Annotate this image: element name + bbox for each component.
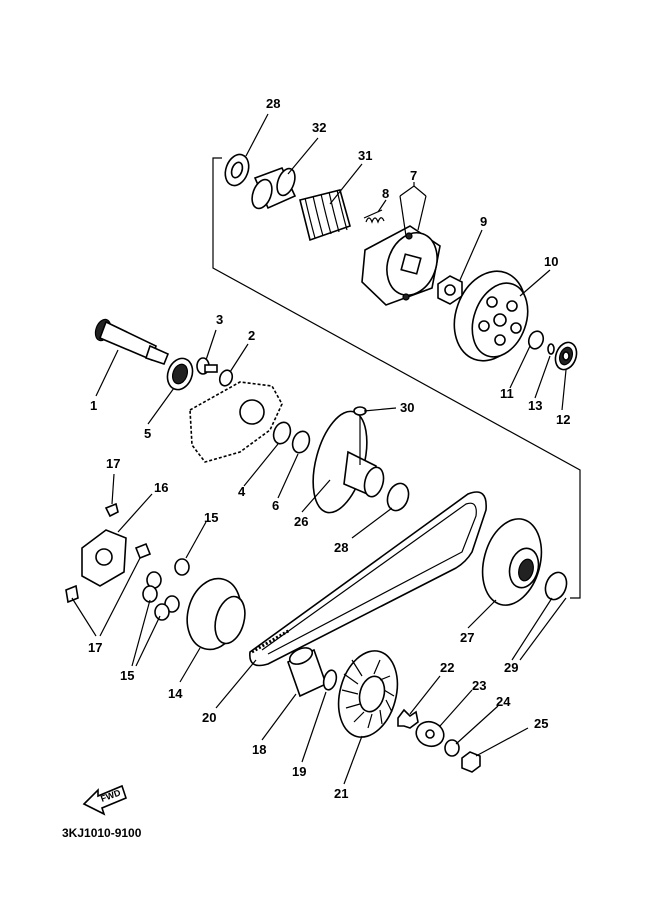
part-3-bolt [196, 357, 218, 375]
part-1-drive-shaft [94, 318, 170, 365]
callout-28-lower: 28 [334, 540, 348, 555]
callout-31: 31 [358, 148, 372, 163]
part-7-clutch-carrier [361, 225, 441, 306]
part-4-washer [272, 421, 292, 445]
callout-28-top: 28 [266, 96, 280, 111]
part-15-rollers [142, 558, 190, 621]
part-9-nut [437, 275, 463, 305]
part-21-fan [337, 650, 399, 738]
callout-10: 10 [544, 254, 558, 269]
callout-6: 6 [272, 498, 279, 513]
callout-17-bottom: 17 [88, 640, 102, 655]
callout-18: 18 [252, 742, 266, 757]
callout-23: 23 [472, 678, 486, 693]
callout-17-top: 17 [106, 456, 120, 471]
callout-16: 16 [154, 480, 168, 495]
part-19-washer [322, 669, 338, 691]
part-16-cam [81, 529, 127, 587]
callout-11: 11 [500, 386, 514, 401]
part-28-washer-top [224, 153, 250, 187]
part-26-secondary-sheave [312, 410, 385, 514]
callout-2: 2 [248, 328, 255, 343]
assembly-frame-lines [212, 157, 581, 599]
callout-30: 30 [400, 400, 414, 415]
callout-12: 12 [556, 412, 570, 427]
part-12-bearing [554, 341, 578, 371]
part-8-pin [363, 209, 385, 224]
callout-20: 20 [202, 710, 216, 725]
part-25-nut [461, 751, 481, 773]
part-18-bushing [287, 647, 327, 698]
part-13-ring [547, 343, 555, 355]
part-10-clutch-housing [453, 270, 529, 362]
callout-9: 9 [480, 214, 487, 229]
callout-4: 4 [238, 484, 246, 499]
part-23-plate [415, 720, 445, 748]
callout-labels: 28 32 31 8 7 9 10 11 13 12 1 5 3 2 30 4 … [88, 96, 570, 801]
part-24-washer [444, 739, 460, 757]
callout-32: 32 [312, 120, 326, 135]
callout-1: 1 [90, 398, 97, 413]
callout-7: 7 [410, 168, 417, 183]
callout-5: 5 [144, 426, 151, 441]
part-11-washer [527, 330, 545, 350]
part-2-washer [218, 369, 234, 387]
fwd-arrow-icon: FWD [82, 784, 127, 816]
part-28-bushing [386, 482, 410, 512]
part-29-collar [544, 571, 568, 601]
callout-21: 21 [334, 786, 348, 801]
callout-14: 14 [168, 686, 183, 701]
callout-3: 3 [216, 312, 223, 327]
callout-26: 26 [294, 514, 308, 529]
part-6-seal [291, 430, 311, 454]
callout-24: 24 [496, 694, 511, 709]
callout-13: 13 [528, 398, 542, 413]
part-20-v-belt [249, 491, 487, 667]
callout-27: 27 [460, 630, 474, 645]
callout-19: 19 [292, 764, 306, 779]
cover-gasket [189, 381, 283, 463]
part-22-gear [397, 708, 419, 729]
callout-15-bottom: 15 [120, 668, 134, 683]
part-17-clips [65, 502, 152, 604]
callout-8: 8 [382, 186, 389, 201]
part-14-movable-sheave [186, 577, 246, 651]
callout-29: 29 [504, 660, 518, 675]
callout-15-top: 15 [204, 510, 218, 525]
leader-lines [71, 113, 567, 785]
part-32-collar [251, 166, 297, 210]
callout-25: 25 [534, 716, 548, 731]
callout-22: 22 [440, 660, 454, 675]
part-27-primary-pulley [481, 518, 543, 606]
drawing-code: 3KJ1010-9100 [62, 826, 142, 840]
part-31-spring [299, 189, 351, 242]
part-5-bearing [166, 357, 194, 391]
